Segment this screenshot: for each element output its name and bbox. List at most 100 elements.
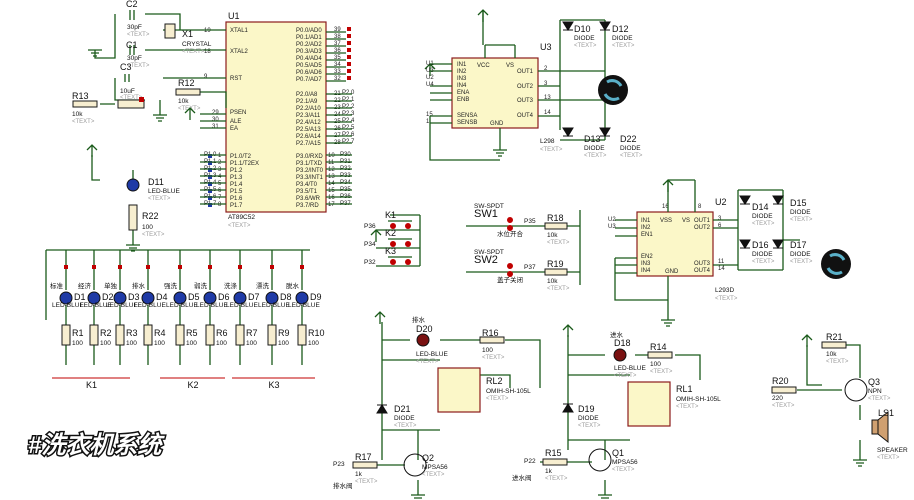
led-d9 bbox=[295, 291, 309, 305]
drain-relay-circuit bbox=[370, 322, 541, 495]
resistor-ref: R21 bbox=[826, 332, 843, 342]
valve-label: 排水阀 bbox=[333, 481, 353, 490]
svg-text:9: 9 bbox=[204, 74, 208, 80]
switch-contact bbox=[507, 271, 513, 277]
led-d1 bbox=[59, 291, 73, 305]
svg-text:C3: C3 bbox=[120, 62, 132, 72]
u3-pin-label: GND bbox=[490, 121, 504, 127]
mcu-p3-pin-number: 11 bbox=[328, 160, 335, 166]
u2-pin-label: IN2 bbox=[641, 225, 651, 231]
mcu-p2-pin-label: P2.4/A12 bbox=[296, 120, 321, 126]
mcu-p0-pin-number: 32 bbox=[334, 76, 341, 82]
u3-pin-label: OUT1 bbox=[517, 69, 534, 75]
power-terminal bbox=[374, 311, 386, 324]
switch-ref: SW1 bbox=[474, 208, 498, 220]
diode-text: <TEXT> bbox=[790, 217, 813, 223]
resistor-r9 bbox=[267, 324, 277, 346]
valve-label: 进水阀 bbox=[512, 473, 532, 482]
net-marker bbox=[270, 265, 274, 269]
diode-text: <TEXT> bbox=[752, 259, 775, 265]
resistor-ref: R14 bbox=[650, 342, 667, 352]
led-model: LED-BLUE bbox=[166, 302, 198, 309]
svg-text:C1: C1 bbox=[126, 40, 138, 50]
mcu-p2-net-label: P2.1 bbox=[342, 97, 355, 103]
u3-pin-label: OUT2 bbox=[517, 84, 534, 90]
diode-ref: D13 bbox=[584, 134, 601, 144]
mcu-p2-net-label: P2.6 bbox=[342, 132, 355, 138]
u2-pin-label: IN3 bbox=[641, 261, 651, 267]
transistor-ref: Q2 bbox=[422, 453, 434, 463]
mcu-p3-pin-label: P3.4/T0 bbox=[296, 182, 318, 188]
svg-text:10k: 10k bbox=[178, 98, 189, 105]
transistor-q1 bbox=[588, 448, 612, 472]
key-group-label: K1 bbox=[86, 380, 97, 390]
resistor-ref: R4 bbox=[154, 328, 166, 338]
led-d8 bbox=[265, 291, 279, 305]
led-ref: D1 bbox=[74, 292, 86, 302]
resistor-text: <TEXT> bbox=[547, 286, 570, 292]
u3-pin-label: ENA bbox=[457, 90, 469, 96]
u3-pin-label: SENSA bbox=[457, 113, 477, 119]
led-d7 bbox=[233, 291, 247, 305]
svg-text:29: 29 bbox=[212, 110, 219, 116]
diode-d19 bbox=[562, 403, 574, 413]
diode-bridge-1: D10DIODE<TEXT>D12DIODE<TEXT>D13DIODE<TEX… bbox=[562, 21, 643, 159]
net-marker bbox=[347, 27, 351, 31]
speaker-model: SPEAKER bbox=[877, 447, 908, 454]
diode-ref: D22 bbox=[620, 134, 637, 144]
ground-symbol bbox=[661, 319, 675, 327]
mcu-p1-pin-number: 8 bbox=[218, 202, 222, 208]
switch-label: 盖子关闭 bbox=[497, 275, 523, 284]
diode-text: <TEXT> bbox=[752, 221, 775, 227]
net-marker bbox=[347, 41, 351, 45]
mcu-p1-pin-number: 3 bbox=[218, 167, 222, 173]
resistor-value: 100 bbox=[278, 340, 289, 347]
u2-pin-number: 11 bbox=[718, 259, 725, 265]
diode-model: DIODE bbox=[574, 35, 595, 42]
svg-text:XTAL2: XTAL2 bbox=[230, 49, 249, 55]
mcu-p3-pin-label: P3.7/RD bbox=[296, 203, 319, 209]
transistor-ref: Q1 bbox=[612, 448, 624, 458]
mcu-p0-pin-number: 36 bbox=[334, 48, 341, 54]
u2-pin-label: EN2 bbox=[641, 254, 653, 260]
resistor-ref: R17 bbox=[355, 452, 372, 462]
net-marker bbox=[92, 265, 96, 269]
svg-text:RST: RST bbox=[230, 76, 242, 82]
svg-text:EA: EA bbox=[230, 126, 238, 132]
diode-model: DIODE bbox=[790, 209, 811, 216]
mcu-p2-pin-label: P2.2/A10 bbox=[296, 106, 321, 112]
svg-text:30pF: 30pF bbox=[127, 24, 142, 31]
mcu-p0-pin-label: P0.5/AD5 bbox=[296, 63, 322, 69]
resistor-ref: R5 bbox=[186, 328, 198, 338]
led-ref: D18 bbox=[614, 338, 631, 348]
diode-d21 bbox=[376, 404, 388, 414]
mcu-p3-pin-label: P3.3/INT1 bbox=[296, 175, 324, 181]
u2-pin-label: IN4 bbox=[641, 268, 651, 274]
led-d6 bbox=[203, 291, 217, 305]
u3-pin-label: ENB bbox=[457, 97, 469, 103]
svg-text:X1: X1 bbox=[182, 29, 193, 39]
mcu-p0-pin-label: P0.1/AD1 bbox=[296, 35, 322, 41]
diode-text: <TEXT> bbox=[394, 423, 417, 429]
mcu-p3-pin-number: 15 bbox=[328, 188, 335, 194]
net-marker bbox=[347, 55, 351, 59]
diode-text: <TEXT> bbox=[620, 153, 643, 159]
component-labels: 排水D20LED-BLUE<TEXT>R16100<TEXT>RL2OMIH-S… bbox=[333, 315, 908, 490]
mcu-p1-pin-label: P1.6 bbox=[230, 196, 243, 202]
resistor-text: <TEXT> bbox=[355, 479, 378, 485]
resistor-r7 bbox=[235, 324, 245, 346]
mcu-wiring bbox=[91, 13, 352, 245]
mcu-p3-pin-label: P3.5/T1 bbox=[296, 189, 318, 195]
diode-ref: D10 bbox=[574, 24, 591, 34]
u2-pin-label: OUT3 bbox=[694, 261, 711, 267]
resistor-value: 1k bbox=[355, 471, 363, 478]
power-terminal bbox=[184, 107, 196, 120]
diode-ref: D19 bbox=[578, 404, 595, 414]
ground-symbol bbox=[411, 494, 425, 499]
led-model: LED-BLUE bbox=[614, 365, 646, 372]
u2-pin-label: VS bbox=[682, 218, 690, 224]
led-label: 排水 bbox=[412, 315, 426, 324]
resistor-r15 bbox=[542, 458, 568, 466]
mcu-p1-pin-number: 5 bbox=[218, 181, 222, 187]
led-label: 洗涤 bbox=[224, 281, 238, 290]
